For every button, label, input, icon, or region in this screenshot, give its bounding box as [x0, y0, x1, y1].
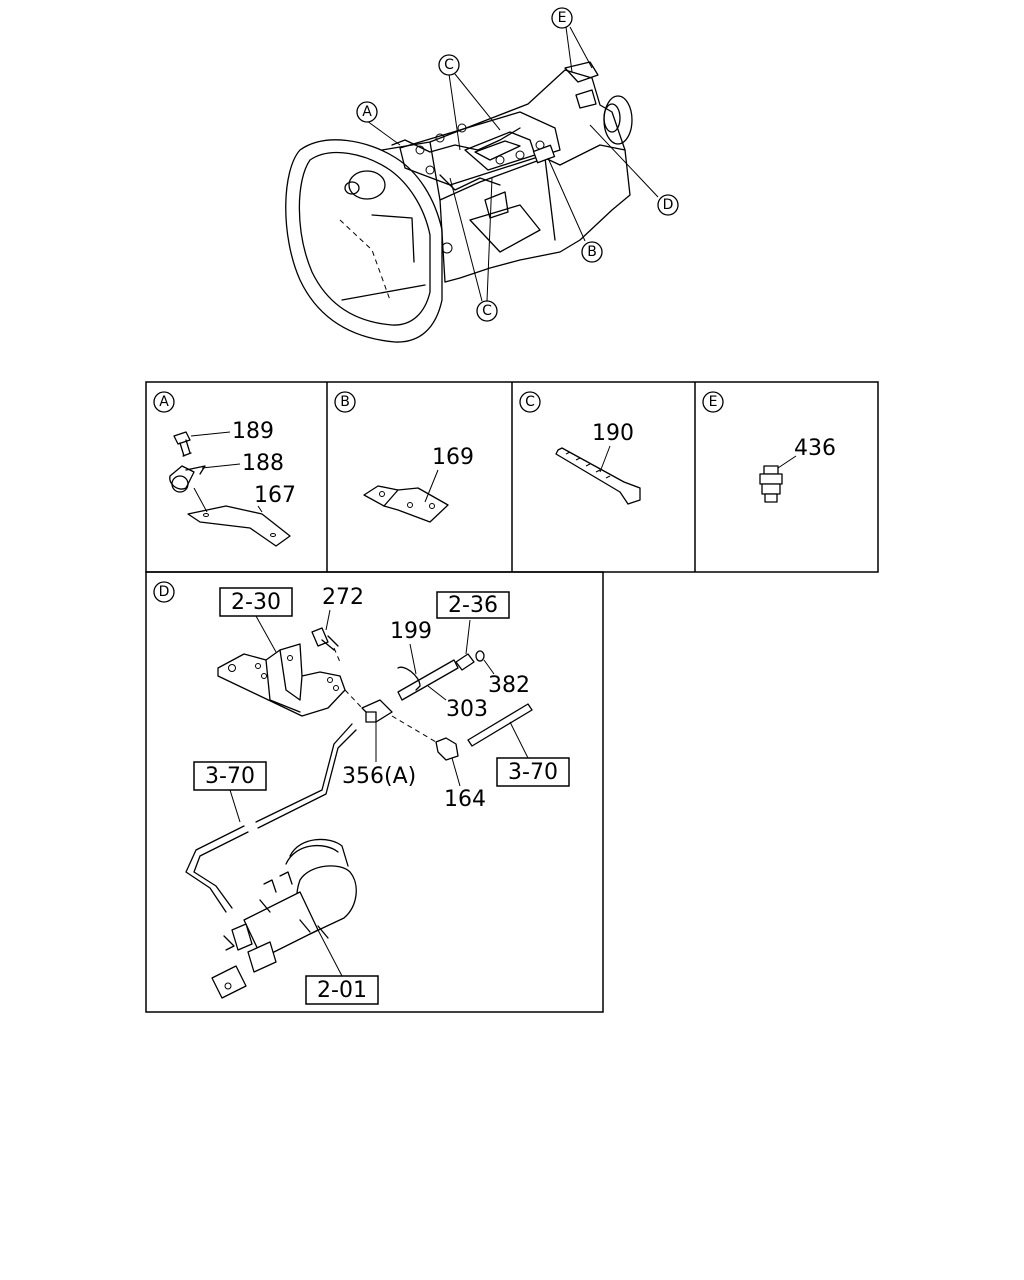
part-number-199: 199: [390, 619, 432, 644]
svg-text:C: C: [482, 303, 492, 319]
callout-c-bottom: C: [476, 300, 498, 322]
svg-text:C: C: [444, 57, 454, 73]
cable-tie-190-drawing: [555, 445, 641, 505]
panel-a: A 189 188 167: [153, 391, 296, 547]
panel-d: D 2-30 2-36 3-70 3-70 2-01 272 199 382 3…: [153, 581, 570, 1005]
callout-c-top: C: [438, 54, 460, 76]
banjo-164-drawing: [435, 737, 461, 787]
svg-text:B: B: [587, 244, 597, 260]
panel-c-callout: C: [519, 391, 541, 413]
svg-text:2-01: 2-01: [317, 978, 367, 1003]
tee-joint-356a-drawing: [344, 689, 437, 762]
part-number-169: 169: [432, 445, 474, 470]
panel-c: C 190: [519, 391, 641, 505]
part-number-189: 189: [232, 419, 274, 444]
reference-box-3-70-right: 3-70: [496, 757, 570, 787]
svg-text:3-70: 3-70: [205, 764, 255, 789]
panel-b: B 169: [334, 391, 474, 523]
clip-188-drawing: [169, 463, 241, 493]
hose-3-70-left-drawing: [185, 723, 357, 913]
pipe-303-drawing: [397, 643, 459, 701]
part-number-382: 382: [488, 673, 530, 698]
panel-d-callout: D: [153, 581, 175, 603]
bracket-167-drawing: [187, 487, 291, 547]
fitting-436-drawing: [759, 455, 797, 503]
panel-b-callout: B: [334, 391, 356, 413]
panel-e: E 436: [702, 391, 836, 503]
bracket-2-30-drawing: [217, 615, 346, 717]
svg-text:D: D: [663, 197, 674, 213]
callout-a: A: [356, 101, 378, 123]
hose-3-70-right-drawing: [467, 703, 533, 759]
svg-text:2-30: 2-30: [231, 590, 281, 615]
part-number-356a: 356(A): [342, 764, 416, 789]
part-number-164: 164: [444, 787, 486, 812]
part-number-167: 167: [254, 483, 296, 508]
bolt-272-drawing: [311, 609, 341, 663]
fitting-2-36-drawing: [455, 619, 495, 675]
callout-d: D: [657, 194, 679, 216]
reference-box-2-36: 2-36: [436, 591, 510, 619]
svg-text:3-70: 3-70: [508, 760, 558, 785]
callout-e: E: [551, 7, 573, 29]
svg-text:E: E: [709, 394, 718, 410]
overview-leader-lines: [366, 26, 659, 302]
part-number-303: 303: [446, 697, 488, 722]
part-number-188: 188: [242, 451, 284, 476]
svg-text:C: C: [525, 394, 535, 410]
panel-a-callout: A: [153, 391, 175, 413]
part-number-436: 436: [794, 436, 836, 461]
reference-box-2-30: 2-30: [219, 587, 293, 617]
svg-text:2-36: 2-36: [448, 593, 498, 618]
detail-panel-frames: [145, 381, 879, 1013]
svg-text:D: D: [159, 584, 170, 600]
svg-text:B: B: [340, 394, 350, 410]
part-number-190: 190: [592, 421, 634, 446]
reference-box-3-70-left: 3-70: [193, 761, 267, 791]
callout-b: B: [581, 241, 603, 263]
svg-text:A: A: [362, 104, 372, 120]
bracket-169-drawing: [363, 469, 449, 523]
panel-e-callout: E: [702, 391, 724, 413]
bolt-189-drawing: [173, 431, 231, 457]
transmission-overview-drawing: [285, 61, 633, 343]
svg-text:E: E: [558, 10, 567, 26]
part-number-272: 272: [322, 585, 364, 610]
actuator-2-01-drawing: [211, 838, 357, 999]
reference-box-2-01: 2-01: [305, 975, 379, 1005]
svg-text:A: A: [159, 394, 169, 410]
